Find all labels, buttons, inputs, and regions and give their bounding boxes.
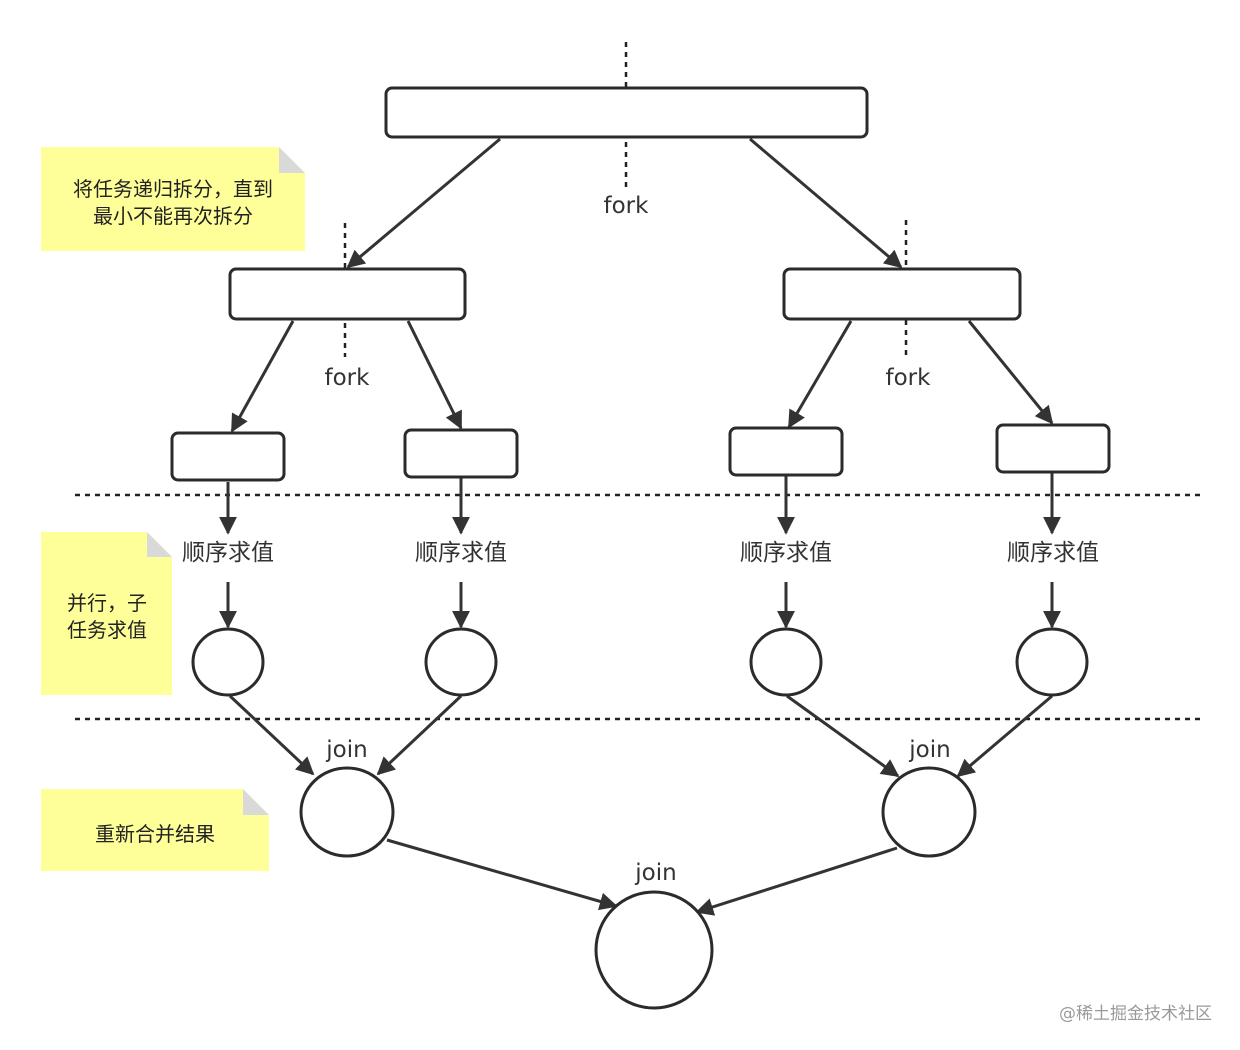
note-parallel-line1: 并行，子 (67, 591, 147, 615)
fork-label-left: fork (325, 365, 371, 391)
join-label-right: join (908, 737, 950, 763)
subtask-right-box (782, 267, 1022, 321)
result-node-2 (424, 627, 498, 697)
edge-right-to-leaf3 (787, 320, 853, 429)
edge-root-to-right (749, 137, 903, 269)
sequential-label-3: 顺序求值 (740, 540, 832, 566)
note-split-line2: 最小不能再次拆分 (93, 204, 253, 228)
watermark: @稀土掘金技术社区 (1059, 1004, 1212, 1024)
edge-root-to-left (346, 137, 501, 269)
edge-right-to-leaf4 (967, 320, 1054, 425)
fork-label-right: fork (886, 365, 932, 391)
result-node-4 (1015, 627, 1089, 697)
edge-result2-to-join-left (376, 694, 463, 776)
note-split-line1: 将任务递归拆分，直到 (73, 177, 273, 201)
leaf-task-box-1 (170, 431, 286, 482)
join-label-left: join (325, 737, 367, 763)
note-parallel-line2: 任务求值 (67, 618, 147, 642)
subtask-left-box (228, 267, 467, 321)
edge-left-to-leaf2 (406, 320, 463, 430)
root-task-box (384, 86, 869, 139)
leaf-task-box-3 (728, 426, 844, 477)
note-merge-text: 重新合并结果 (95, 822, 215, 846)
edge-join-left-to-final (386, 838, 618, 911)
edge-result3-to-join-right (786, 694, 900, 778)
sequential-label-1: 顺序求值 (182, 540, 274, 566)
join-node-left (299, 766, 395, 858)
join-node-final (594, 890, 714, 1010)
edge-result1-to-join-left (228, 694, 315, 776)
note-parallel: 并行，子 任务求值 (41, 532, 172, 695)
sequential-label-4: 顺序求值 (1007, 540, 1099, 566)
note-split: 将任务递归拆分，直到 最小不能再次拆分 (41, 147, 305, 251)
join-label-final: join (634, 860, 676, 886)
sequential-label-2: 顺序求值 (415, 540, 507, 566)
leaf-task-box-4 (995, 423, 1111, 474)
edge-result4-to-join-right (956, 694, 1053, 778)
edge-join-right-to-final (695, 846, 898, 916)
edge-left-to-leaf1 (230, 320, 295, 433)
note-merge: 重新合并结果 (41, 789, 269, 871)
leaf-task-box-2 (403, 428, 519, 479)
result-node-3 (749, 627, 823, 697)
result-node-1 (191, 627, 265, 697)
join-node-right (881, 766, 977, 858)
fork-label-root: fork (604, 193, 650, 219)
